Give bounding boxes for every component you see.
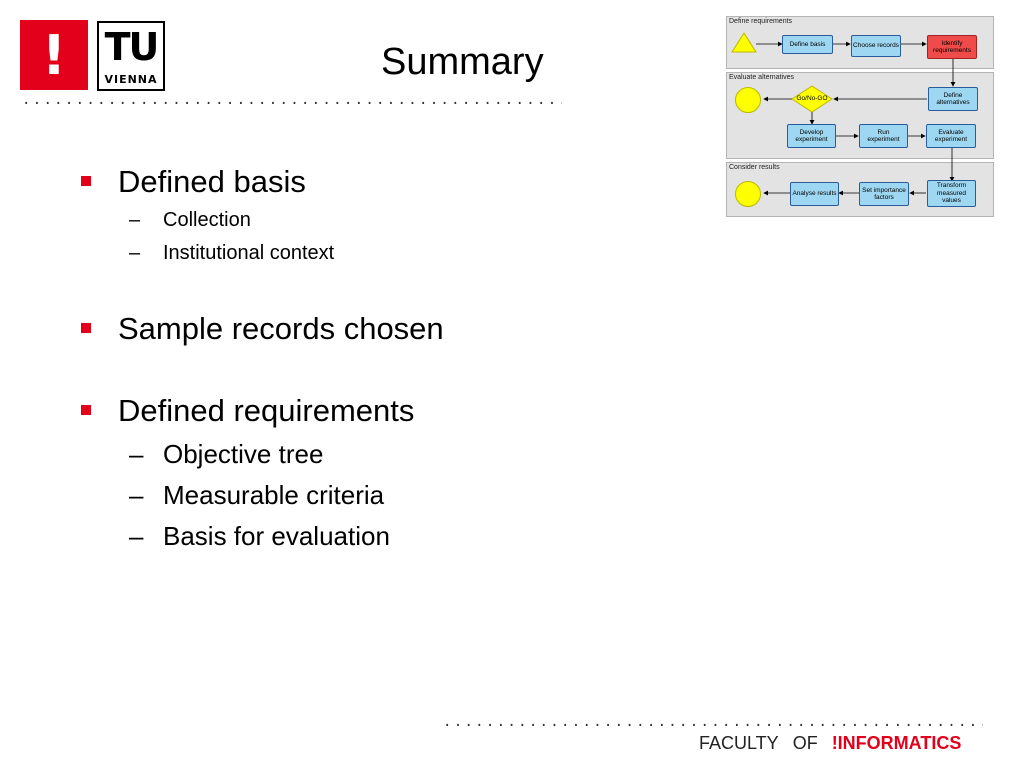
dash-bullet-icon: – <box>129 480 144 510</box>
sub-bullet-text: Institutional context <box>163 242 335 264</box>
process-diagram: Define requirements Evaluate alternative… <box>726 16 994 218</box>
red-square-bullet-icon <box>81 176 91 186</box>
dash-bullet-icon: – <box>129 242 141 264</box>
sub-bullet-text: Measurable criteria <box>163 480 385 510</box>
node-go-no-go: Go/No-GO <box>796 95 828 102</box>
sub-bullet-text: Basis for evaluation <box>163 521 390 551</box>
dash-bullet-icon: – <box>129 439 144 469</box>
dash-bullet-icon: – <box>129 209 141 231</box>
faculty-footer: FACULTY OF !INFORMATICS <box>699 733 961 754</box>
node-set-importance-factors: Set importance factors <box>859 182 909 206</box>
lane-title: Define requirements <box>729 18 793 25</box>
red-square-bullet-icon <box>81 405 91 415</box>
tu-vienna-logo: TU VIENNA <box>97 21 165 91</box>
logo-tu-text: TU <box>104 25 160 69</box>
node-run-experiment: Run experiment <box>859 124 908 148</box>
footer-faculty-text: FACULTY <box>699 733 779 753</box>
bullet-text: Defined requirements <box>118 393 415 428</box>
footer-divider: ........................................… <box>443 714 983 728</box>
node-choose-records: Choose records <box>851 35 901 57</box>
node-develop-experiment: Develop experiment <box>787 124 836 148</box>
start-triangle-icon <box>731 32 757 53</box>
footer-informatics-text: !INFORMATICS <box>831 733 962 753</box>
node-identify-requirements: Identify requirements <box>927 35 977 59</box>
end-event-circle-icon <box>735 87 761 113</box>
node-evaluate-experiment: Evaluate experiment <box>926 124 976 148</box>
node-define-alternatives: Define alternatives <box>928 87 978 111</box>
logo-exclamation-mark: ! <box>20 20 88 90</box>
dash-bullet-icon: – <box>129 521 144 551</box>
footer-of-text: OF <box>792 733 818 753</box>
sub-bullet-text: Collection <box>163 209 251 231</box>
node-analyse-results: Analyse results <box>790 182 839 206</box>
sub-bullet-text: Objective tree <box>163 439 324 469</box>
node-transform-measured-values: Transform measured values <box>927 180 976 207</box>
diagram-connectors <box>731 32 956 196</box>
bullet-text: Defined basis <box>118 164 306 199</box>
lane-title: Consider results <box>729 164 780 171</box>
lane-title: Evaluate alternatives <box>729 74 794 81</box>
red-square-bullet-icon <box>81 323 91 333</box>
logo-vienna-text: VIENNA <box>104 73 158 86</box>
title-divider: ........................................… <box>22 92 562 106</box>
node-define-basis: Define basis <box>782 35 833 54</box>
slide-title: Summary <box>381 41 544 83</box>
end-event-circle-icon <box>735 181 761 207</box>
bullet-text: Sample records chosen <box>118 311 444 346</box>
